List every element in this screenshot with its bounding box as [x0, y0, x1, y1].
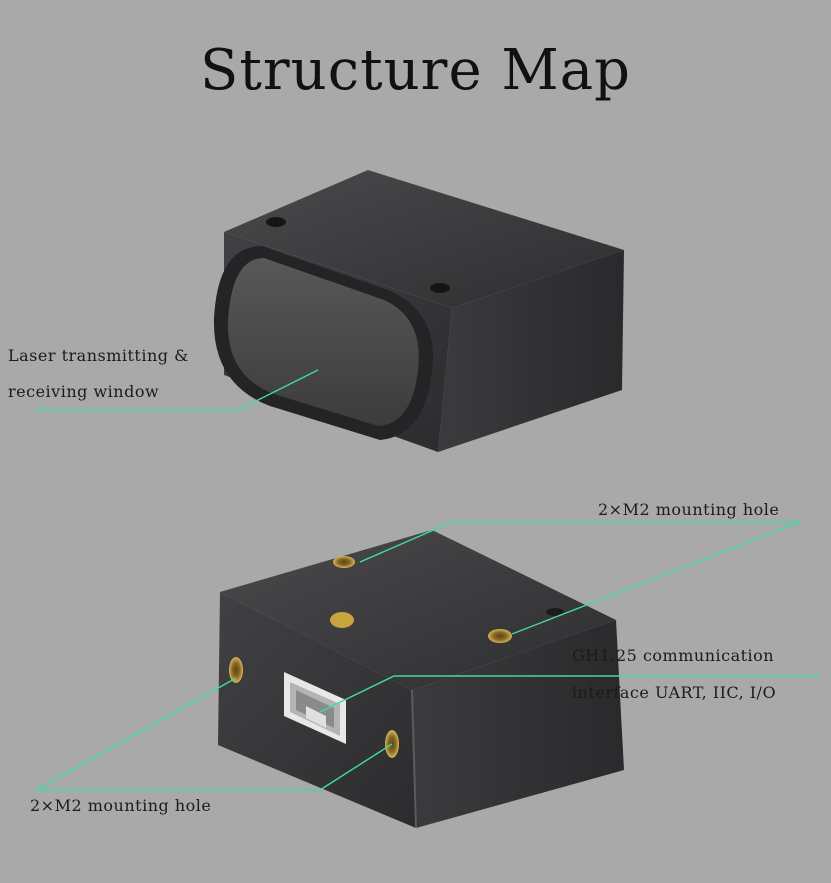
leader-top-mounting: [359, 521, 800, 563]
top-mounting-hole-left: [333, 556, 355, 568]
callout-gh-interface-line1: GH1.25 communication: [572, 646, 775, 665]
lens-window: [227, 258, 419, 426]
upper-module-top-face: [224, 170, 624, 308]
upper-module-side-face: [438, 250, 624, 452]
lower-module-top-face: [220, 530, 616, 690]
callout-top-mounting-hole: 2×M2 mounting hole: [598, 500, 780, 519]
callout-front-mounting-hole: 2×M2 mounting hole: [30, 796, 212, 815]
leader-lines: [35, 369, 820, 791]
upper-module: [213, 170, 624, 452]
lower-module: [218, 530, 624, 829]
top-mounting-hole-right: [488, 629, 512, 643]
top-small-hole: [546, 608, 564, 616]
lower-module-side-face: [412, 620, 624, 828]
leader-top-mounting-2: [511, 521, 801, 635]
page-title: Structure Map: [200, 38, 631, 103]
front-mounting-hole-left: [229, 657, 243, 683]
leader-front-mounting: [36, 743, 393, 791]
top-center-pad: [330, 612, 354, 628]
callout-laser-window-line1: Laser transmitting &: [8, 346, 189, 365]
callout-laser-window-line2: receiving window: [8, 382, 160, 401]
gh125-connector: [284, 672, 346, 744]
upper-screw-hole-left: [266, 217, 286, 227]
leader-laser-window: [36, 369, 319, 411]
leader-front-mounting-2: [35, 677, 237, 791]
upper-screw-hole-right: [430, 283, 450, 293]
callout-gh-interface-line2: interface UART, IIC, I/O: [572, 683, 777, 702]
leader-gh-interface: [319, 675, 820, 713]
